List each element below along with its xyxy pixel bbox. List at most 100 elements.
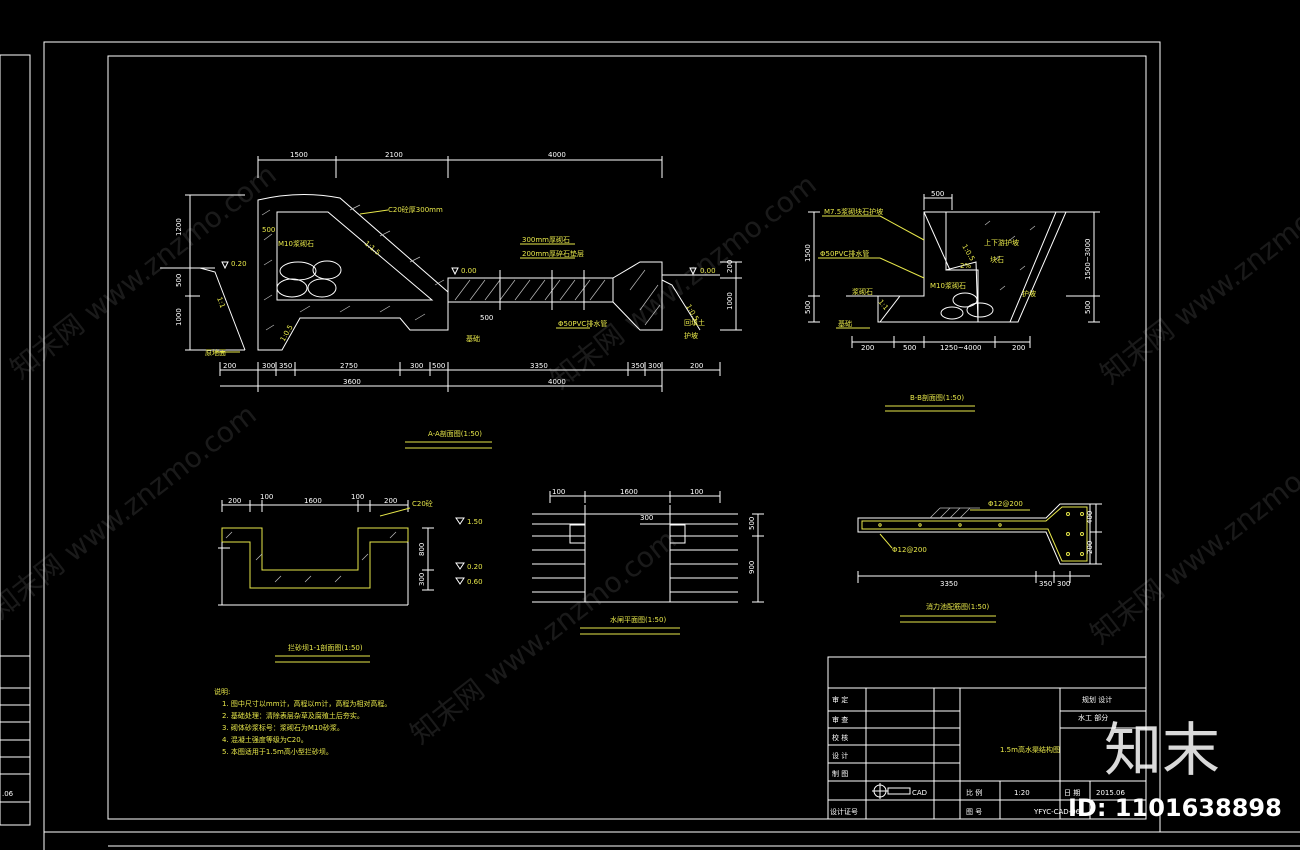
dd-dim-top-3: 100 xyxy=(690,488,703,496)
tb-number-label: 图 号 xyxy=(966,808,982,816)
ee-dim-bottom-2: 350 xyxy=(1039,580,1052,588)
ee-dim-bottom-1: 3350 xyxy=(940,580,958,588)
aa-note-rubble: 300mm厚砌石 xyxy=(522,236,570,244)
watermark-text: 知末网 www.znzmo.com xyxy=(1094,163,1300,391)
watermark-id: ID: 1101638898 xyxy=(1068,794,1282,822)
cc-dim-right-1: 800 xyxy=(418,543,426,556)
brand-logo: 知末 xyxy=(1104,716,1220,784)
aa-dim-bottom-5: 300 xyxy=(410,362,423,370)
aa-label-backfill: 回填土 xyxy=(684,318,705,327)
cc-title: 拦砂坝1-1剖面图(1:50) xyxy=(288,643,363,652)
bb-title: B-B剖面图(1:50) xyxy=(910,393,964,402)
dd-dim-inner: 300 xyxy=(640,514,653,522)
section-dd: 100 1600 100 300 500 900 水闸平面图(1:50) xyxy=(532,488,764,635)
watermark-text: 知末网 www.znzmo.com xyxy=(4,158,283,386)
bb-dim-right-2: 500 xyxy=(1084,301,1092,314)
section-aa: 1500 2100 4000 1200 500 1000 1:1 原地面 0.2… xyxy=(160,151,742,449)
tb-date-label: 日 期 xyxy=(1064,789,1080,797)
cc-level-2: 0.20 xyxy=(467,563,483,571)
cc-label-concrete: C20砼 xyxy=(412,499,433,508)
tb-head-right-2: 水工 部分 xyxy=(1078,713,1108,722)
tb-scale-value: 1:20 xyxy=(1014,789,1030,797)
section-cc: 200 100 1600 100 200 C20砼 800 300 1.50 0… xyxy=(218,493,483,663)
aa-dim-left-3: 1000 xyxy=(175,308,183,326)
aa-dim-bottom-3: 350 xyxy=(279,362,292,370)
aa-dim-total-2: 4000 xyxy=(548,378,566,386)
aa-dim-top-2: 2100 xyxy=(385,151,403,159)
watermark-text: 知末网 www.znzmo.com xyxy=(404,523,683,751)
aa-level-3: 0.00 xyxy=(700,267,716,275)
cc-dim-right-2: 300 xyxy=(418,573,426,586)
notes-item-3: 3. 砌体砂浆标号：浆砌石为M10砂浆。 xyxy=(222,723,344,732)
tb-row-4: 设 计 xyxy=(832,751,848,760)
aa-dim-bottom-1: 200 xyxy=(223,362,236,370)
aa-dim-right-1: 200 xyxy=(726,260,734,273)
watermark-text: 知末网 www.znzmo.com xyxy=(544,168,823,396)
aa-dim-500-b: 500 xyxy=(480,314,493,322)
bb-slope-1: 1:0.5 xyxy=(960,243,976,263)
tb-scale-label: 比 例 xyxy=(966,788,982,797)
aa-dim-bottom-4: 2750 xyxy=(340,362,358,370)
aa-dim-left-2: 500 xyxy=(175,274,183,287)
notes-heading: 说明: xyxy=(214,687,230,696)
tb-row-6: 设计证号 xyxy=(830,807,858,816)
aa-dim-top-3: 4000 xyxy=(548,151,566,159)
tb-date-value: 2015.06 xyxy=(1096,789,1125,797)
section-ee: Φ12@200 Φ12@200 3350 350 300 400 200 消力池… xyxy=(857,500,1102,623)
aa-dim-bottom-10: 200 xyxy=(690,362,703,370)
cc-level-3: 0.60 xyxy=(467,578,483,586)
sheet-frames: .06 xyxy=(0,41,1300,850)
tb-head-right-1: 规划 设计 xyxy=(1082,695,1112,704)
aa-note-concrete: C20砼厚300mm xyxy=(388,205,443,214)
notes-block: 说明: 1. 图中尺寸以mm计，高程以m计，高程为相对高程。 2. 基础处理：清… xyxy=(214,687,391,756)
tb-row-3: 校 核 xyxy=(832,733,848,742)
bb-note-protection: 护坡 xyxy=(1022,289,1036,298)
bb-note-1: M7.5浆砌块石护坡 xyxy=(824,207,883,216)
tb-row-2: 审 查 xyxy=(832,715,848,724)
watermark-layer: 知末网 www.znzmo.com 知末网 www.znzmo.com 知末网 … xyxy=(0,158,1300,822)
bb-dim-left-2: 500 xyxy=(804,301,812,314)
bb-note-foundation: 基础 xyxy=(838,319,852,328)
dd-dim-right-1: 500 xyxy=(748,517,756,530)
notes-item-2: 2. 基础处理：清除表层杂草及腐殖土后夯实。 xyxy=(222,711,364,720)
aa-label-protection: 护坡 xyxy=(684,331,698,340)
aa-slope-left: 1:1 xyxy=(215,296,226,309)
bb-dim-bottom-4: 200 xyxy=(1012,344,1025,352)
aa-dim-top-1: 1500 xyxy=(290,151,308,159)
bb-note-3: M10浆砌石 xyxy=(930,281,966,290)
ee-dim-right-1: 400 xyxy=(1086,511,1094,524)
tb-drawing-title: 1.5m高水渠结构图 xyxy=(1000,745,1060,754)
notes-item-4: 4. 混凝土强度等级为C20。 xyxy=(222,735,308,744)
aa-dim-left-1: 1200 xyxy=(175,218,183,236)
aa-dim-right-2: 1000 xyxy=(726,292,734,310)
aa-title: A-A剖面图(1:50) xyxy=(428,429,482,438)
bb-note-2: Φ50PVC排水管 xyxy=(820,249,869,258)
tb-row-5: 制 图 xyxy=(832,769,848,778)
bb-dim-left-1: 1500 xyxy=(804,244,812,262)
cc-level-1: 1.50 xyxy=(467,518,483,526)
aa-dim-bottom-6: 500 xyxy=(432,362,445,370)
notes-item-1: 1. 图中尺寸以mm计，高程以m计，高程为相对高程。 xyxy=(222,699,391,708)
dd-dim-top-2: 1600 xyxy=(620,488,638,496)
bb-dim-right-1: 1500~3000 xyxy=(1084,239,1092,281)
tb-number-value: YFYC-CAD-06 xyxy=(1033,808,1081,816)
bb-note-masonry: 浆砌石 xyxy=(852,287,873,296)
aa-note-dim-500: 500 xyxy=(262,226,275,234)
bb-slope-3: 2% xyxy=(960,262,971,270)
aa-note-gravel: 200mm厚碎石垫层 xyxy=(522,249,584,258)
bb-dim-bottom-3: 1250~4000 xyxy=(940,344,982,352)
bb-dim-bottom-2: 500 xyxy=(903,344,916,352)
bb-note-upstream: 上下游护坡 xyxy=(984,238,1019,247)
cc-dim-top-3: 1600 xyxy=(304,497,322,505)
aa-dim-bottom-9: 300 xyxy=(648,362,661,370)
aa-dim-total-1: 3600 xyxy=(343,378,361,386)
cc-dim-top-2: 100 xyxy=(260,493,273,501)
ee-dim-bottom-3: 300 xyxy=(1057,580,1070,588)
aa-dim-bottom-2: 300 xyxy=(262,362,275,370)
cc-dim-top-4: 100 xyxy=(351,493,364,501)
aa-level-2: 0.00 xyxy=(461,267,477,275)
aa-label-foundation: 基础 xyxy=(466,334,480,343)
cc-dim-top-5: 200 xyxy=(384,497,397,505)
cc-dim-top-1: 200 xyxy=(228,497,241,505)
aa-slope-2: 1:0.5 xyxy=(279,323,295,343)
